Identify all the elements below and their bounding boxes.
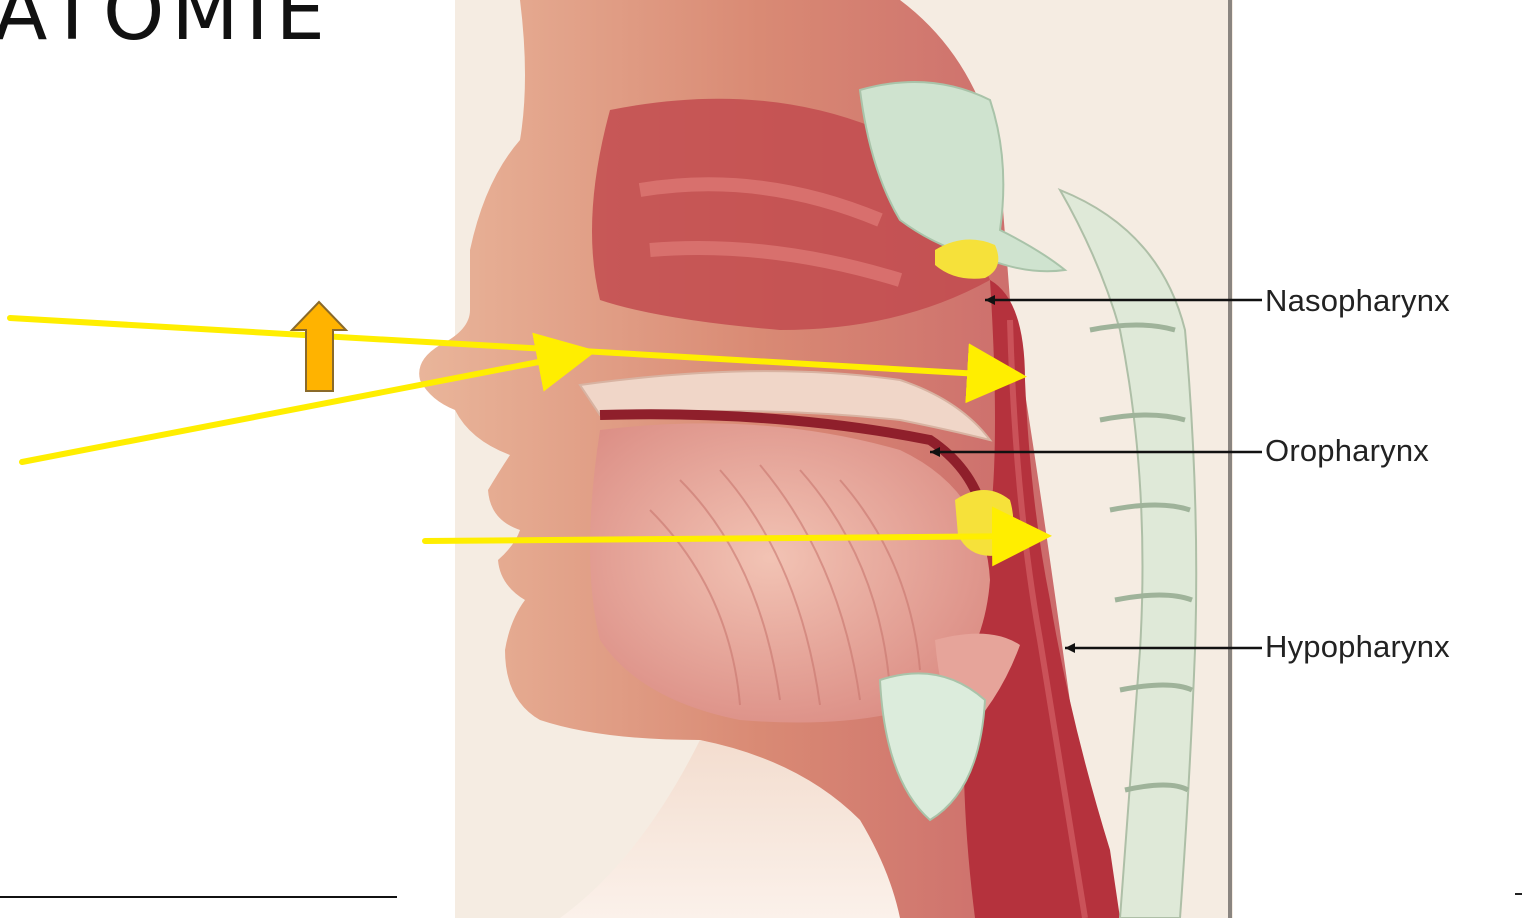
label-oropharynx: Oropharynx (1265, 433, 1429, 469)
footer-divider (0, 896, 397, 898)
label-nasopharynx: Nasopharynx (1265, 283, 1450, 319)
up-arrow-icon (292, 302, 346, 391)
label-hypopharynx: Hypopharynx (1265, 629, 1450, 665)
corner-mark (1515, 893, 1522, 895)
panel-divider (1228, 0, 1232, 918)
slide-title: ATOMIE (0, 0, 332, 52)
